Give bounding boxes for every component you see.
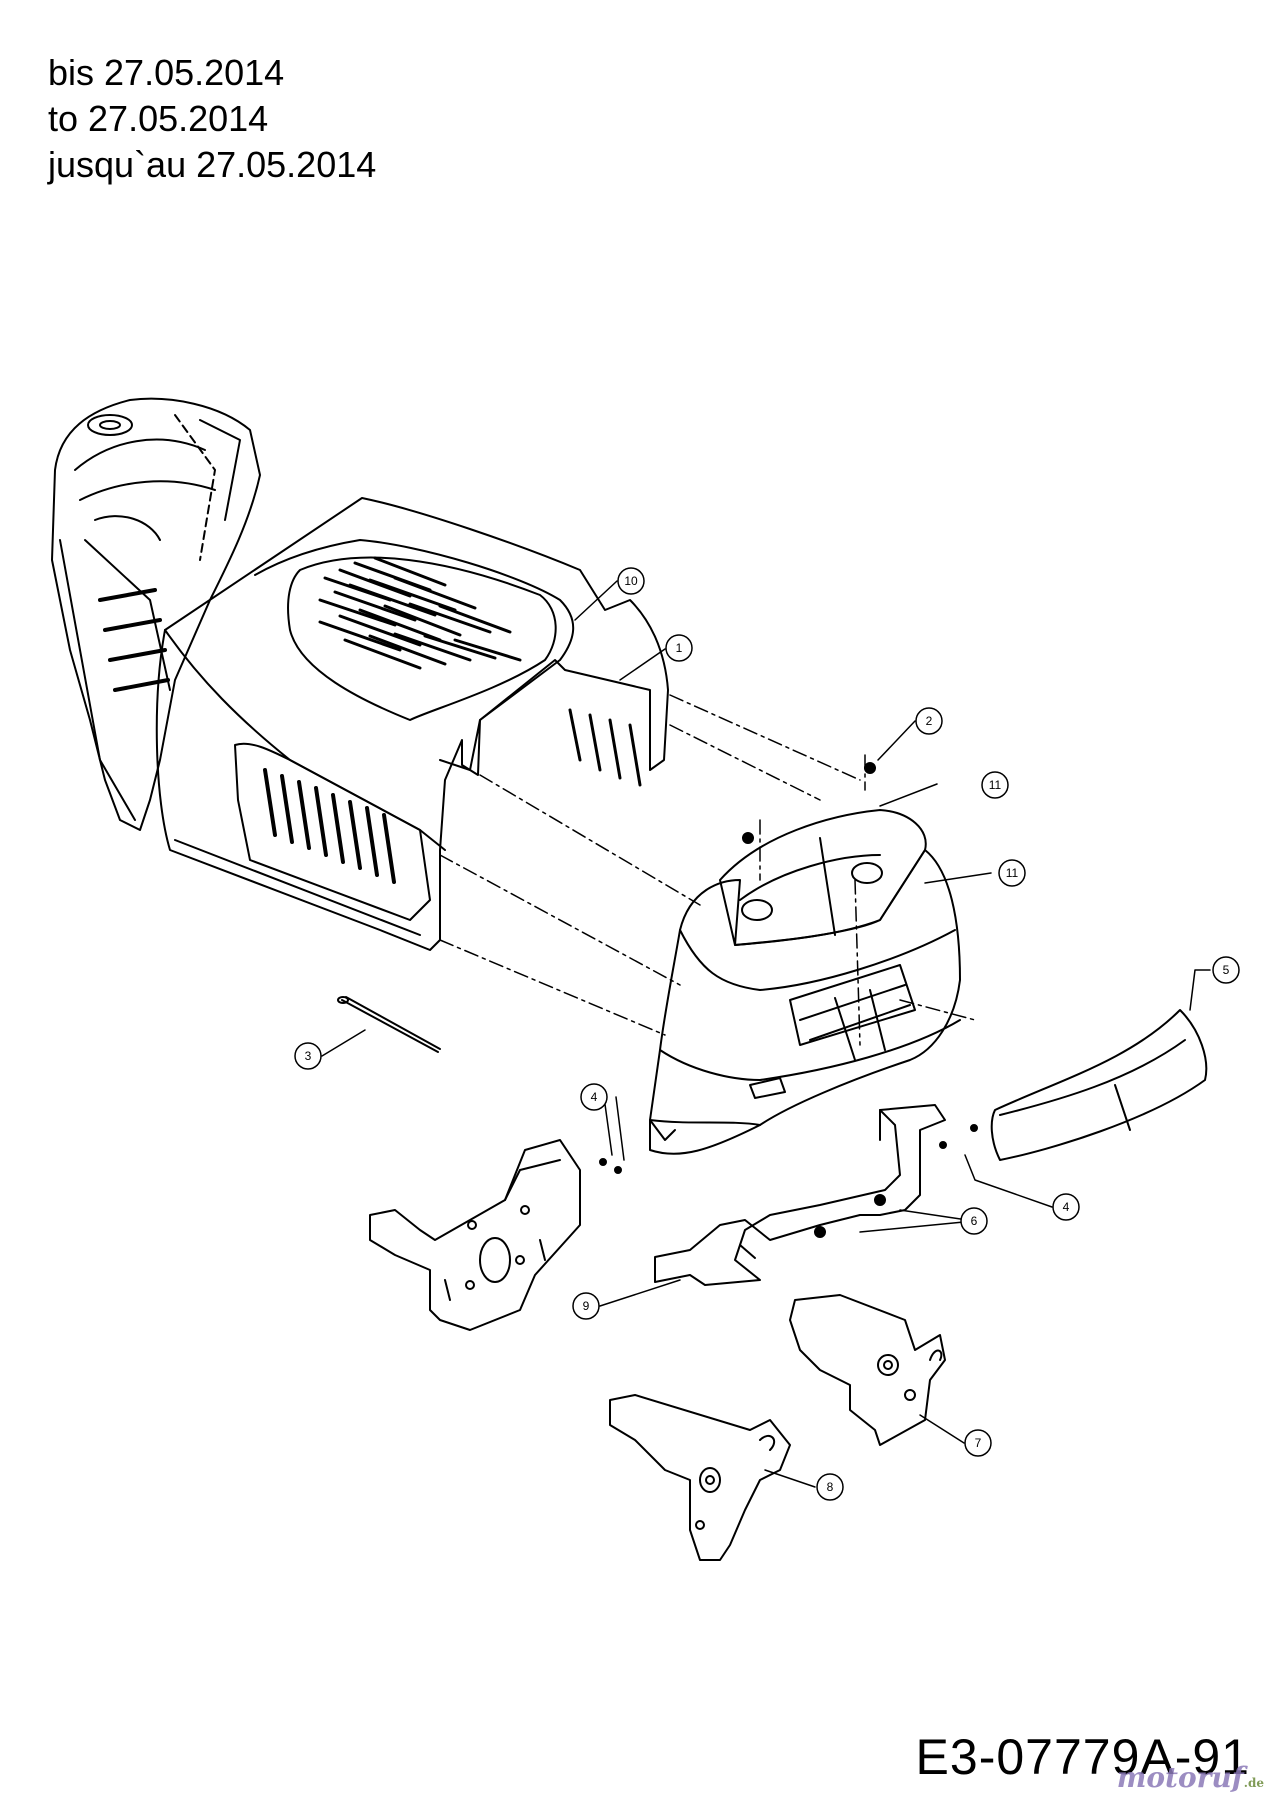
- callout-number: 1: [676, 641, 683, 655]
- callout-3: 3: [294, 1042, 322, 1070]
- callout-number: 3: [305, 1049, 312, 1063]
- callout-6: 6: [960, 1207, 988, 1235]
- callout-number: 11: [1006, 866, 1019, 880]
- hood: [155, 497, 669, 951]
- callout-7: 7: [964, 1429, 992, 1457]
- callout-1: 1: [665, 634, 693, 662]
- left-pivot-plate: [609, 1394, 791, 1561]
- callout-number: 8: [827, 1480, 834, 1494]
- callout-circle: [294, 1042, 322, 1070]
- callout-number: 11: [989, 778, 1002, 792]
- callout-circle: [960, 1207, 988, 1235]
- callout-4: 4: [1052, 1193, 1080, 1221]
- hood-vent-slots: [318, 556, 522, 670]
- callout-circle: [617, 567, 645, 595]
- nose-cap: [719, 809, 927, 946]
- callout-10: 10: [617, 567, 645, 595]
- validity-line-french: jusqu`au 27.05.2014: [48, 144, 377, 185]
- callout-4: 4: [580, 1083, 608, 1111]
- callout-5: 5: [1212, 956, 1240, 984]
- callout-number: 4: [1063, 1200, 1070, 1214]
- front-grille-housing: [649, 849, 961, 1155]
- callout-number: 10: [624, 574, 638, 588]
- callout-circle: [964, 1429, 992, 1457]
- callout-number: 7: [975, 1436, 982, 1450]
- callout-circle: [1052, 1193, 1080, 1221]
- callout-8: 8: [816, 1473, 844, 1501]
- callout-11: 11: [998, 859, 1026, 887]
- callout-2: 2: [915, 707, 943, 735]
- front-bumper: [990, 1009, 1208, 1161]
- callout-circle: [580, 1083, 608, 1111]
- callout-circle: [915, 707, 943, 735]
- callout-circle: [1212, 956, 1240, 984]
- callout-number: 5: [1223, 963, 1230, 977]
- watermark-logo: motoruf.de: [1117, 1761, 1264, 1794]
- cable-tie: [337, 996, 441, 1053]
- watermark-suffix: .de: [1243, 1776, 1264, 1790]
- callout-circle: [665, 634, 693, 662]
- validity-line-english: to 27.05.2014: [48, 98, 269, 139]
- callout-circle: [998, 859, 1026, 887]
- crossbar-bracket: [654, 1104, 946, 1286]
- callout-number: 4: [591, 1090, 598, 1104]
- hood-inner-grille: [568, 708, 642, 787]
- right-pivot-plate: [789, 1294, 946, 1446]
- callout-11: 11: [981, 771, 1009, 799]
- rear-dash-panel: [51, 397, 261, 831]
- callout-number: 9: [583, 1299, 590, 1313]
- drawing-code: E3-07779A-91: [915, 1729, 1250, 1785]
- leader-lines: [321, 580, 1211, 1488]
- validity-header: bis 27.05.2014 to 27.05.2014 jusqu`au 27…: [48, 50, 376, 188]
- callout-circle: [816, 1473, 844, 1501]
- assembly-lines: [439, 694, 976, 1046]
- hood-side-vents: [263, 768, 396, 884]
- validity-line-german: bis 27.05.2014: [48, 52, 285, 93]
- callout-circle: [981, 771, 1009, 799]
- callout-9: 9: [572, 1292, 600, 1320]
- center-support-bracket: [369, 1139, 581, 1331]
- fasteners: [599, 762, 978, 1238]
- callout-layer: 10 1 2 11 11 5 3 4 4 6 9 7 8: [294, 567, 1240, 1501]
- callout-circle: [572, 1292, 600, 1320]
- watermark-name: motoruf: [1116, 1761, 1244, 1794]
- callout-number: 6: [971, 1214, 978, 1228]
- callout-number: 2: [926, 714, 933, 728]
